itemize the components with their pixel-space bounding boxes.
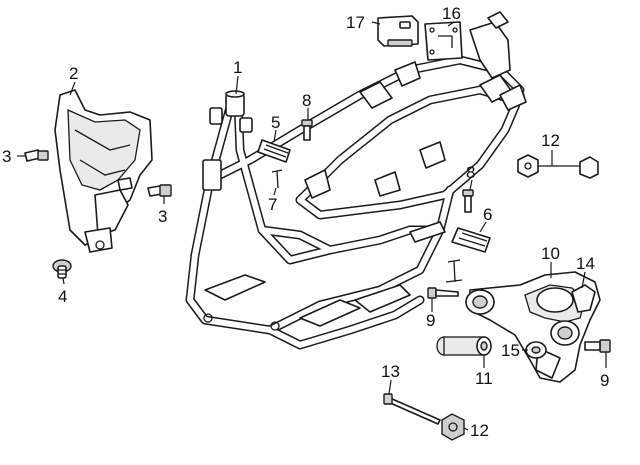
bolt-part-4 (52, 259, 72, 279)
callout-8-lower: 8 (466, 163, 475, 182)
callout-9-right: 9 (600, 371, 609, 390)
engine-hanger-part-10 (465, 271, 601, 383)
callout-12-lower: 12 (470, 421, 489, 440)
bolt-part-3-left (24, 149, 49, 162)
pin-part-6 (451, 227, 491, 253)
front-bracket-part-2 (54, 89, 153, 253)
callout-1: 1 (233, 58, 242, 77)
plate-part-16 (424, 21, 463, 61)
long-bolt-part-13 (383, 393, 441, 425)
callout-12-upper: 12 (541, 131, 560, 150)
callout-labels: 1 2 3 3 4 5 6 7 8 8 9 9 10 11 12 12 13 1… (2, 4, 609, 440)
screw-part-8-b (462, 189, 474, 213)
bushing-part-15 (525, 341, 547, 359)
callout-10: 10 (541, 244, 560, 263)
nut-part-12-lower (441, 413, 465, 441)
callout-3-right: 3 (158, 207, 167, 226)
nut-part-12-upper (517, 154, 599, 179)
callout-4: 4 (58, 287, 67, 306)
callout-5: 5 (271, 113, 280, 132)
callout-11: 11 (475, 369, 493, 388)
main-frame (185, 11, 527, 350)
leader-lines (17, 21, 607, 431)
callout-13: 13 (381, 362, 400, 381)
bushing-part-11 (436, 336, 492, 356)
pin-part-5 (257, 139, 291, 163)
callout-2: 2 (69, 64, 78, 83)
screw-part-8-a (301, 119, 313, 141)
module-part-17 (377, 15, 419, 47)
callout-15: 15 (501, 341, 520, 360)
callout-8-upper: 8 (302, 91, 311, 110)
callout-6: 6 (483, 205, 492, 224)
callout-3-left: 3 (2, 147, 11, 166)
clip-part-7 (271, 169, 283, 189)
callout-16: 16 (442, 4, 461, 23)
callout-9-left: 9 (426, 311, 435, 330)
bolt-part-9-left (427, 287, 459, 299)
callout-7: 7 (268, 195, 277, 214)
clip-near-part-9 (445, 259, 463, 283)
callout-14: 14 (576, 254, 595, 273)
bolt-part-9-right (584, 339, 611, 353)
callout-17: 17 (346, 13, 365, 32)
bolt-part-3-right (147, 184, 172, 197)
